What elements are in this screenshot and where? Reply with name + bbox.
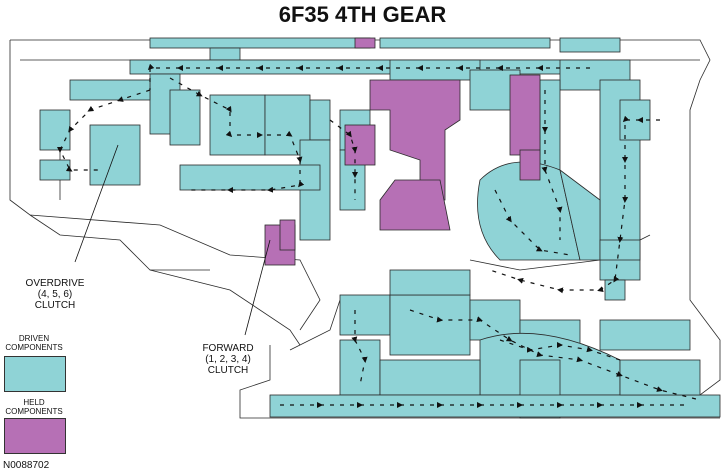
legend-driven-line2: COMPONENTS	[5, 343, 63, 352]
overdrive-clutch-label: OVERDRIVE (4, 5, 6) CLUTCH	[15, 278, 95, 311]
forward-label-line1: FORWARD	[202, 343, 254, 354]
forward-clutch-label: FORWARD (1, 2, 3, 4) CLUTCH	[188, 343, 268, 376]
leader-lines	[74, 144, 271, 336]
power-flow-arrows	[57, 63, 701, 408]
forward-label-line2: (1, 2, 3, 4)	[205, 354, 251, 365]
figure-id: N0088702	[3, 460, 50, 471]
legend-driven-line1: DRIVEN	[18, 334, 50, 343]
legend-held-line2: COMPONENTS	[5, 407, 63, 416]
diagram-title: 6F35 4TH GEAR	[278, 2, 447, 27]
legend-driven-swatch	[4, 356, 66, 392]
overdrive-label-line1: OVERDRIVE	[25, 278, 85, 289]
legend-held-label: HELD COMPONENTS	[2, 398, 66, 416]
overdrive-label-line3: CLUTCH	[34, 300, 76, 311]
legend-held-swatch	[4, 418, 66, 454]
legend-driven-label: DRIVEN COMPONENTS	[2, 334, 66, 352]
overdrive-label-line2: (4, 5, 6)	[37, 289, 73, 300]
legend-held-line1: HELD	[23, 398, 45, 407]
forward-label-line3: CLUTCH	[207, 365, 249, 376]
